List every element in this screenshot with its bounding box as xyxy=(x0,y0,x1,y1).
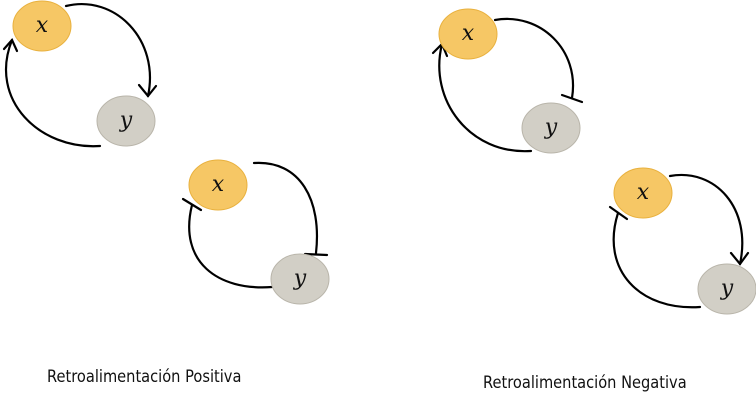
edge-y-to-x-inhibition xyxy=(188,203,274,289)
edge-y-to-x-inhibition xyxy=(612,211,702,309)
node-y-label: y xyxy=(544,115,558,140)
node-y: y xyxy=(270,253,330,305)
arrowhead-icon xyxy=(137,83,158,98)
edge-x-to-y-inhibition xyxy=(252,161,318,255)
arrowhead-icon xyxy=(729,251,750,266)
node-x-label: x xyxy=(462,21,475,46)
node-x: x xyxy=(438,8,498,60)
node-y-label: y xyxy=(720,276,734,301)
node-y: y xyxy=(697,263,756,315)
inhibition-bar-icon xyxy=(181,197,203,212)
node-x-label: x xyxy=(637,180,650,205)
edge-x-to-y-activation xyxy=(64,3,151,98)
inhibition-bar-icon xyxy=(303,252,329,257)
caption-positive-feedback: Retroalimentación Positiva xyxy=(47,367,242,387)
loop-negative-activation-inhibition: x y xyxy=(608,167,756,315)
edge-y-to-x-activation xyxy=(438,42,533,153)
node-y: y xyxy=(521,102,581,154)
edge-y-to-x-activation xyxy=(5,38,102,148)
arrowhead-icon xyxy=(2,38,19,53)
node-x: x xyxy=(613,167,673,219)
inhibition-bar-icon xyxy=(608,205,629,221)
node-y-label: y xyxy=(293,266,307,291)
loop-positive-inhibition: x y xyxy=(181,159,330,305)
inhibition-bar-icon xyxy=(560,93,584,104)
edge-x-to-y-activation xyxy=(668,173,744,266)
node-y-label: y xyxy=(119,108,133,133)
loop-negative-inhibition-activation: x y xyxy=(431,8,584,154)
node-y: y xyxy=(96,95,156,147)
loop-positive-activation: x y xyxy=(2,0,158,148)
node-x-label: x xyxy=(212,172,225,197)
node-x-label: x xyxy=(36,13,49,38)
node-x: x xyxy=(12,0,72,52)
edge-x-to-y-inhibition xyxy=(493,17,575,100)
caption-negative-feedback: Retroalimentación Negativa xyxy=(483,373,687,393)
node-x: x xyxy=(188,159,248,211)
